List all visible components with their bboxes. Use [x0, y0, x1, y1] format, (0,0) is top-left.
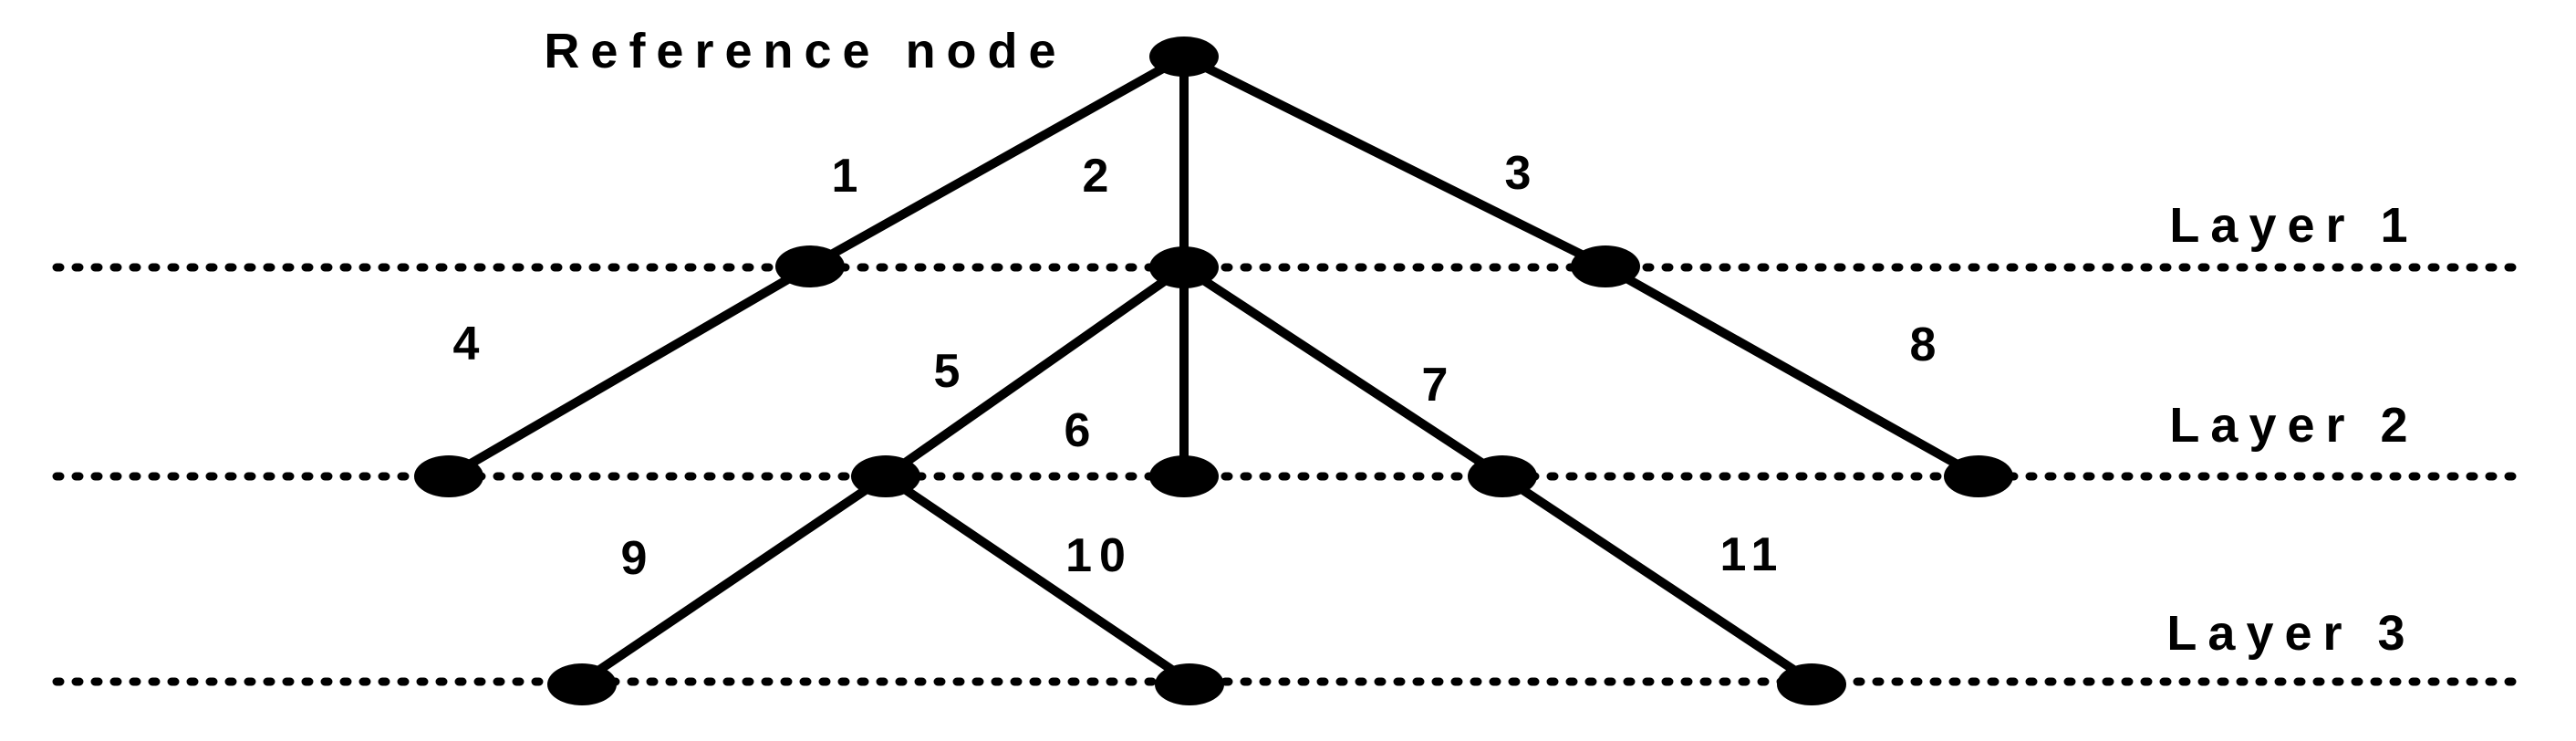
edge-7: [1181, 263, 1505, 481]
edge-2-label: 2: [1083, 150, 1117, 203]
edge-4-label: 4: [453, 318, 487, 370]
layer-3-label: Layer 3: [2166, 606, 2415, 661]
node-layer1-2: [1149, 246, 1219, 288]
node-layer2-4: [1468, 455, 1537, 497]
node-layer2-5: [1944, 455, 2013, 497]
edge-10-label: 10: [1065, 529, 1133, 582]
edge-7-label: 7: [1422, 359, 1456, 412]
reference-node-label: Reference node: [544, 24, 1066, 78]
edge-9-label: 9: [621, 532, 655, 585]
edge-3-label: 3: [1505, 147, 1539, 200]
node-layer2-2: [851, 455, 920, 497]
edge-10: [883, 472, 1192, 686]
node-layer1-1: [775, 245, 845, 287]
node-layer3-1: [547, 663, 617, 705]
edge-9: [579, 472, 888, 686]
node-layer3-2: [1155, 663, 1224, 705]
node-layer1-3: [1571, 245, 1640, 287]
edge-1: [807, 52, 1187, 271]
edge-11: [1500, 472, 1814, 686]
edge-4: [446, 262, 813, 481]
edge-8-label: 8: [1910, 318, 1944, 371]
edge-11-label: 11: [1720, 528, 1785, 581]
edge-3: [1181, 52, 1608, 271]
node-layer2-1: [414, 455, 483, 497]
edge-5: [883, 263, 1187, 481]
layer-2-label: Layer 2: [2169, 398, 2418, 453]
edge-5-label: 5: [934, 345, 968, 398]
edge-1-label: 1: [832, 150, 866, 203]
node-layer3-3: [1777, 663, 1846, 705]
edge-8: [1603, 262, 1981, 481]
layer-1-label: Layer 1: [2169, 198, 2418, 253]
edge-6-label: 6: [1065, 404, 1098, 457]
node-reference: [1149, 37, 1219, 77]
node-layer2-3: [1149, 455, 1219, 497]
